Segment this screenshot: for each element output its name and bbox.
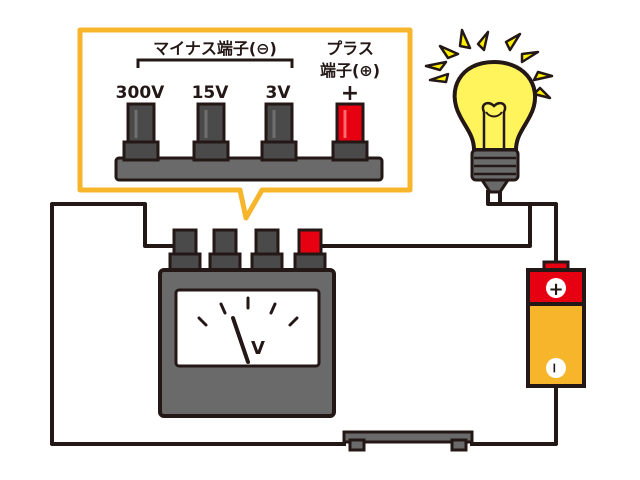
battery-minus-symbol: − (546, 362, 562, 374)
wire-bulb-left (486, 190, 530, 206)
plus-terminal-header-line1: プラス (326, 39, 374, 58)
meter-unit-label: V (251, 338, 265, 359)
meter-terminal-plus (293, 228, 327, 272)
battery-plus-marker (546, 278, 566, 298)
bulb-rays-icon (424, 28, 554, 100)
meter-terminal-300v (168, 228, 202, 272)
wire-outer-loop (50, 202, 558, 446)
terminal-label-3v: 3V (266, 83, 292, 103)
minus-terminal-header: マイナス端子(⊖) (153, 39, 277, 58)
terminal-callout: マイナス端子(⊖) プラス 端子(⊕) 300V 15V 3V + (77, 27, 413, 221)
meter-terminal-15v (208, 228, 242, 272)
callout-terminal-15v (192, 102, 230, 162)
minus-bracket (136, 58, 294, 68)
circuit-switch (342, 430, 474, 452)
callout-terminal-base (114, 156, 384, 182)
wire-top (310, 202, 558, 270)
meter-scale-ticks (197, 296, 299, 327)
terminal-label-15v: 15V (192, 83, 230, 103)
terminal-label-300v: 300V (116, 83, 165, 103)
battery-plus-symbol: + (548, 279, 563, 300)
callout-terminal-3v (260, 102, 298, 162)
light-bulb (424, 28, 554, 194)
battery-minus-marker (546, 358, 566, 378)
bulb-filament (481, 101, 507, 148)
terminal-label-plus: + (341, 81, 359, 106)
circuit-wires (50, 190, 558, 446)
meter-dial-window (174, 288, 321, 368)
callout-terminal-plus (331, 102, 369, 162)
plus-terminal-header-line2: 端子(⊕) (320, 61, 380, 80)
meter-needle (231, 316, 250, 364)
voltmeter: V (158, 228, 336, 418)
callout-terminal-300v (122, 102, 160, 162)
meter-terminal-3v (250, 228, 284, 272)
battery: + − (526, 260, 586, 388)
